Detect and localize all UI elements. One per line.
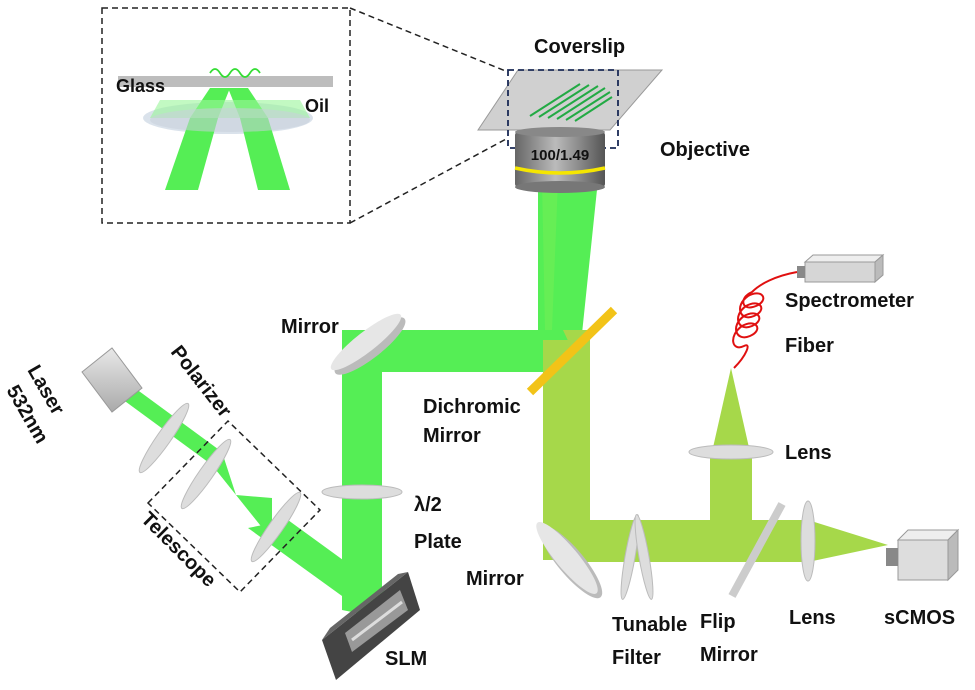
tunable-filter (620, 514, 654, 600)
objective-ring (514, 166, 606, 175)
scmos-lens-mount (886, 548, 898, 566)
slm-device (322, 572, 420, 680)
halfwave-label-line2: Plate (414, 531, 462, 553)
tunable-filter-label-line2: Filter (612, 647, 661, 669)
objective-label: Objective (660, 139, 750, 161)
evanescent-wave (209, 68, 261, 78)
glass-label: Glass (116, 76, 165, 96)
polarizer-optic (138, 402, 190, 474)
fiber-cable (732, 271, 798, 369)
flip-mirror-label-line1: Flip (700, 611, 736, 633)
inset-zoom-box: Glass Oil (101, 7, 509, 224)
objective-top (515, 127, 605, 137)
laser-source (81, 347, 143, 413)
mirror-bottom-label: Mirror (466, 568, 524, 590)
flip-mirror-label-line2: Mirror (700, 644, 758, 666)
mirror-top-label: Mirror (281, 316, 339, 338)
telescope-lens-1 (180, 438, 232, 510)
spectrometer-side (874, 253, 884, 284)
halfwave-label-line1: λ/2 (414, 494, 442, 516)
spectrometer-port (797, 266, 805, 278)
objective-assembly: 100/1.49 Coverslip Objective (477, 36, 750, 193)
mirror-top-optic (330, 313, 406, 375)
lens-upper-optic (688, 444, 774, 460)
inset-beam-left-up (165, 118, 218, 190)
slm-label: SLM (385, 648, 427, 670)
beam-overlap (542, 180, 558, 330)
slm-reflection (351, 600, 403, 642)
spectrometer-label: Spectrometer (785, 290, 914, 312)
oil-front (150, 108, 310, 132)
tunable-filter-label-line1: Tunable (612, 614, 687, 636)
scmos-side (947, 528, 959, 582)
emission-up-to-lens (710, 452, 752, 520)
laser-body (81, 347, 143, 413)
emission-horizontal (555, 520, 752, 562)
objective-spec-label: 100/1.49 (531, 147, 589, 164)
spectrometer-body (804, 261, 876, 283)
telescope-label: Telescope (136, 508, 220, 592)
lens-lower-optic (800, 500, 816, 582)
oil-label: Oil (305, 96, 329, 116)
inset-frame (101, 7, 351, 224)
sample-stripes (529, 83, 613, 122)
spectrometer-top (803, 254, 885, 263)
lens-upper-label: Lens (785, 442, 832, 464)
mirror-top-face (330, 313, 402, 371)
mirror-bottom-face (536, 522, 598, 594)
fiber-label: Fiber (785, 335, 834, 357)
slm-top (322, 572, 408, 640)
dichromic-label-line2: Mirror (423, 425, 481, 447)
zoom-line-bottom (349, 137, 509, 224)
zoom-line-top (349, 7, 509, 73)
glass-slide (118, 76, 333, 87)
dichromic-label-line1: Dichromic (423, 396, 521, 418)
scmos-label: sCMOS (884, 607, 955, 629)
coverslip (477, 69, 664, 131)
dichroic-mirror (526, 306, 618, 396)
telescope-box (146, 419, 322, 594)
emission-down (543, 340, 590, 560)
telescope-lens-2 (250, 491, 302, 563)
halfwave-plate (321, 484, 403, 500)
scmos-camera (886, 528, 960, 582)
scmos-body (897, 539, 949, 581)
polarizer-label: Polarizer (166, 342, 235, 422)
inset-beam-right-up (240, 118, 290, 190)
coverslip-label: Coverslip (534, 36, 625, 58)
mirror-bottom-optic (536, 522, 603, 599)
lens-lower-label: Lens (789, 607, 836, 629)
objective-bottom (515, 181, 605, 193)
flip-mirror (728, 502, 786, 598)
emission-to-fiber (712, 368, 750, 452)
spectrometer-device (797, 253, 885, 284)
emission-to-scmos (808, 520, 888, 562)
tunable-filter-plate-2 (634, 514, 654, 600)
beam-mirror-to-dichroic (342, 330, 552, 372)
